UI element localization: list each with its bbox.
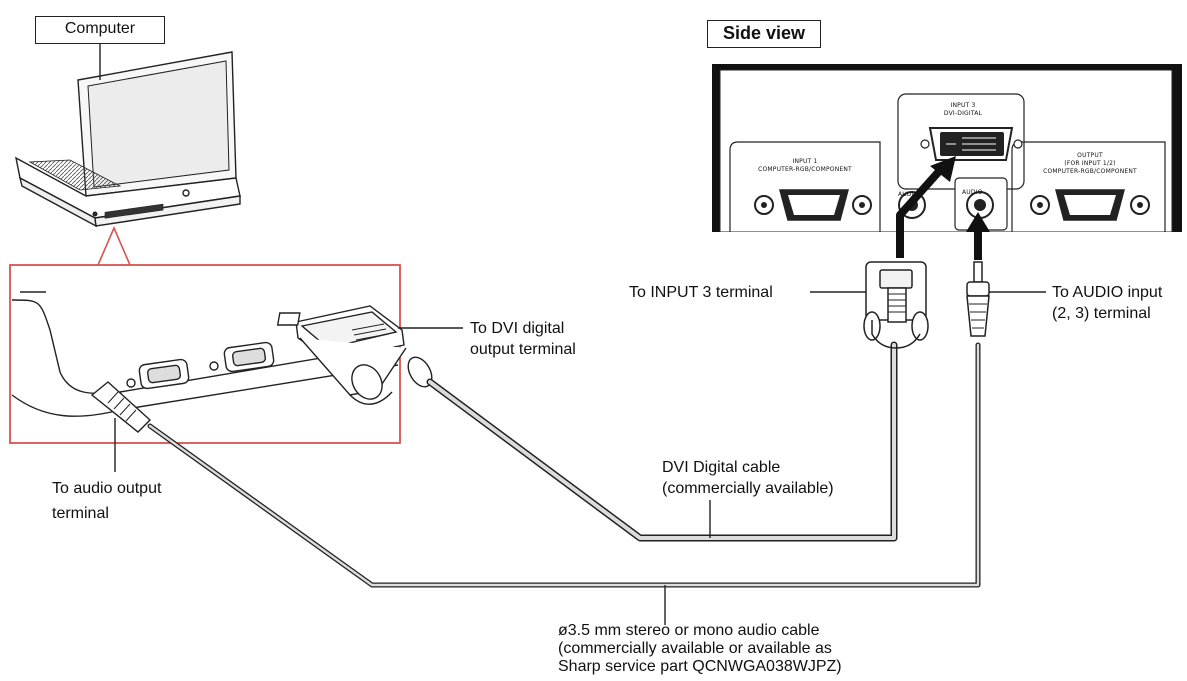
panel-output-line3: COMPUTER-RGB/COMPONENT	[1043, 168, 1137, 175]
panel-output-line2: (FOR INPUT 1/2)	[1064, 160, 1116, 167]
side-view-label: Side view	[707, 20, 821, 48]
input3-label: To INPUT 3 terminal	[629, 282, 773, 303]
dvi-output-label: To DVI digital output terminal	[470, 318, 576, 360]
panel-input1-line1: INPUT 1	[792, 158, 818, 165]
panel-input1-line2: COMPUTER-RGB/COMPONENT	[758, 166, 852, 173]
audio-plug-projector	[966, 261, 990, 337]
computer-label-text: Computer	[64, 20, 136, 37]
laptop-closeup	[11, 291, 433, 433]
side-view-label-text: Side view	[722, 23, 806, 43]
panel-output-line1: OUTPUT	[1077, 152, 1103, 159]
projector-panel	[710, 64, 1185, 244]
audio-input-label-line1: To AUDIO input	[1052, 284, 1163, 301]
dvi-output-label-line1: To DVI digital	[470, 320, 565, 337]
panel-input3-label: INPUT 3 DVI-DIGITAL	[938, 102, 988, 118]
connection-arrows	[896, 156, 990, 260]
audio-cable-label: ø3.5 mm stereo or mono audio cable (comm…	[558, 622, 842, 676]
panel-input1-label: INPUT 1 COMPUTER-RGB/COMPONENT	[740, 158, 870, 174]
panel-audio-right-text: AUDIO	[962, 189, 983, 196]
dvi-cable-label: DVI Digital cable (commercially availabl…	[662, 457, 834, 499]
input3-label-text: To INPUT 3 terminal	[629, 284, 773, 301]
audio-input-label: To AUDIO input (2, 3) terminal	[1052, 282, 1162, 324]
panel-output-label: OUTPUT (FOR INPUT 1/2) COMPUTER-RGB/COMP…	[1020, 152, 1160, 176]
audio-cable-label-line2: (commercially available or available as	[558, 640, 832, 657]
panel-audio-left-text: AUDIO	[898, 191, 919, 198]
audio-output-label-line1: To audio output	[52, 480, 162, 497]
panel-audio-left-label: AUDIO	[898, 184, 919, 205]
audio-cable-label-line1: ø3.5 mm stereo or mono audio cable	[558, 622, 820, 639]
audio-cable-label-line3: Sharp service part QCNWGA038WJPZ)	[558, 658, 842, 675]
leader-lines	[99, 40, 1046, 625]
callout-pointer	[97, 225, 131, 266]
panel-audio-right-label: AUDIO	[962, 182, 983, 203]
dvi-cable-label-line2: (commercially available)	[662, 480, 834, 497]
dvi-output-label-line2: output terminal	[470, 341, 576, 358]
computer-label: Computer	[35, 16, 165, 44]
panel-input3-line1: INPUT 3	[950, 102, 976, 109]
laptop-illustration	[15, 51, 241, 228]
dvi-plug-projector	[863, 261, 929, 349]
audio-input-label-line2: (2, 3) terminal	[1052, 305, 1151, 322]
cables	[147, 341, 981, 588]
dvi-cable-label-line1: DVI Digital cable	[662, 459, 781, 476]
audio-output-label: To audio output terminal	[52, 478, 161, 524]
panel-input3-line2: DVI-DIGITAL	[943, 110, 983, 117]
audio-output-label-line2: terminal	[52, 505, 109, 522]
